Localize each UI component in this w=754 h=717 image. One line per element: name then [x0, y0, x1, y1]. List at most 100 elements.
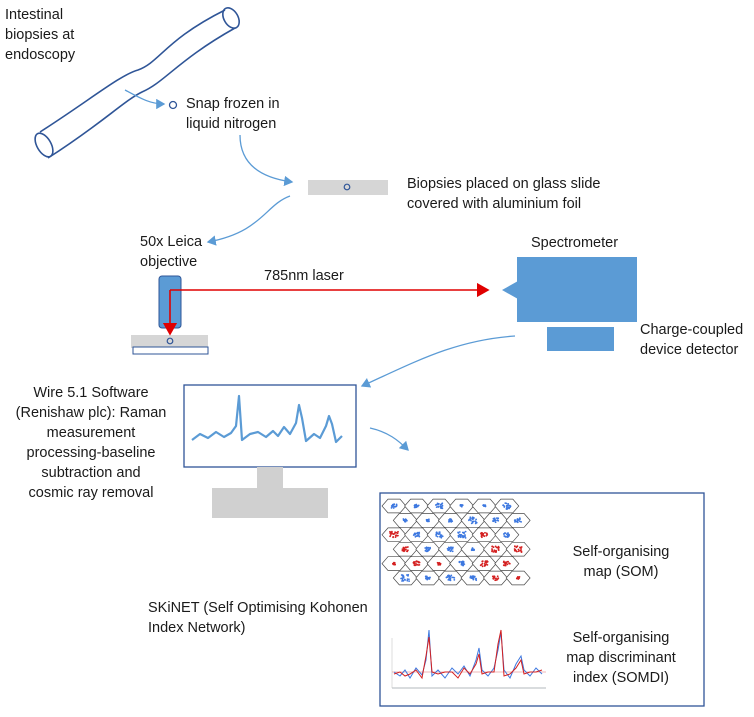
som-point — [389, 535, 391, 538]
label-intestinal-biopsies: Intestinal biopsies at endoscopy — [5, 7, 76, 63]
som-point — [405, 548, 407, 551]
som-point — [389, 534, 392, 536]
som-point — [495, 577, 497, 580]
som-point — [406, 578, 409, 580]
somdi-trace-red — [393, 629, 543, 680]
arrow-frozen-to-slide — [239, 134, 294, 187]
som-point — [439, 506, 442, 508]
som-point — [402, 577, 405, 579]
som-point — [392, 533, 395, 535]
som-point — [468, 518, 471, 521]
som-point — [484, 561, 487, 564]
som-point — [413, 561, 415, 563]
som-point — [497, 517, 500, 520]
som-point — [495, 517, 498, 519]
som-point — [457, 532, 460, 534]
som-point — [469, 576, 472, 579]
flow-arrows — [124, 89, 516, 451]
somdi-trace-blue — [393, 629, 543, 679]
som-point — [418, 531, 421, 534]
som-point — [392, 563, 395, 566]
som-point — [413, 562, 416, 565]
som-point — [482, 534, 485, 537]
som-point — [451, 576, 454, 579]
som-point — [470, 522, 473, 525]
som-point — [480, 563, 483, 566]
som-point — [507, 560, 509, 563]
som-point — [520, 550, 523, 552]
som-point — [491, 545, 493, 548]
som-hex-cell — [437, 541, 463, 557]
som-point — [451, 520, 454, 523]
som-point — [418, 561, 421, 564]
som-point — [481, 562, 484, 565]
label-glass-slide: Biopsies placed on glass slide covered w… — [407, 176, 601, 212]
arrow-slide-to-objective — [206, 195, 291, 246]
som-point — [415, 506, 418, 509]
som-point — [391, 503, 394, 506]
som-point — [520, 521, 522, 523]
som-point — [517, 548, 520, 551]
som-point — [508, 562, 511, 565]
som-point — [406, 550, 409, 553]
som-point — [393, 505, 396, 508]
som-point — [439, 562, 441, 565]
som-point — [418, 535, 421, 538]
som-point — [503, 564, 505, 567]
label-snap-frozen: Snap frozen in liquid nitrogen — [186, 96, 280, 132]
label-spectrometer: Spectrometer — [531, 235, 619, 251]
som-hex-cell — [471, 527, 497, 543]
som-point — [438, 531, 441, 534]
som-point — [434, 504, 437, 506]
som-point — [496, 519, 499, 522]
som-point — [425, 576, 427, 579]
som-hex-cell — [404, 527, 430, 543]
som-point — [458, 561, 461, 564]
som-point — [480, 534, 483, 537]
som-point — [429, 547, 431, 550]
som-point — [495, 550, 497, 553]
som-point — [424, 549, 427, 552]
som-point — [395, 503, 398, 506]
som-point — [516, 576, 519, 578]
som-point — [503, 560, 505, 563]
som-point — [395, 504, 398, 507]
som-point — [448, 579, 451, 581]
som-point — [475, 577, 477, 580]
som-point — [492, 551, 495, 553]
som-point — [518, 576, 521, 578]
som-point — [463, 531, 465, 534]
som-point — [428, 578, 431, 580]
som-point — [403, 578, 406, 581]
som-point — [408, 580, 410, 582]
som-point — [401, 549, 404, 552]
som-point — [428, 576, 431, 579]
som-point — [464, 537, 467, 539]
som-point — [472, 576, 474, 579]
som-point — [426, 578, 429, 580]
som-point — [469, 516, 472, 519]
som-point — [457, 536, 460, 538]
som-point — [475, 579, 478, 582]
som-point — [452, 546, 454, 549]
objective-icon — [131, 275, 209, 355]
som-point — [518, 517, 521, 520]
som-point — [460, 563, 463, 566]
som-point — [462, 562, 465, 565]
som-point — [400, 574, 403, 576]
label-som: Self-organising map (SOM) — [572, 544, 670, 580]
som-point — [416, 535, 418, 537]
som-point — [516, 518, 519, 521]
som-point — [447, 579, 450, 581]
som-point — [460, 504, 463, 507]
label-objective: 50x Leica objective — [140, 234, 203, 270]
som-point — [472, 520, 475, 523]
som-point — [503, 535, 506, 537]
som-point — [401, 548, 404, 550]
label-laser: 785nm laser — [264, 268, 344, 284]
som-point — [425, 575, 427, 578]
som-point — [436, 535, 439, 538]
som-point — [414, 504, 417, 506]
som-point — [394, 536, 397, 538]
somdi-chart — [391, 629, 546, 689]
